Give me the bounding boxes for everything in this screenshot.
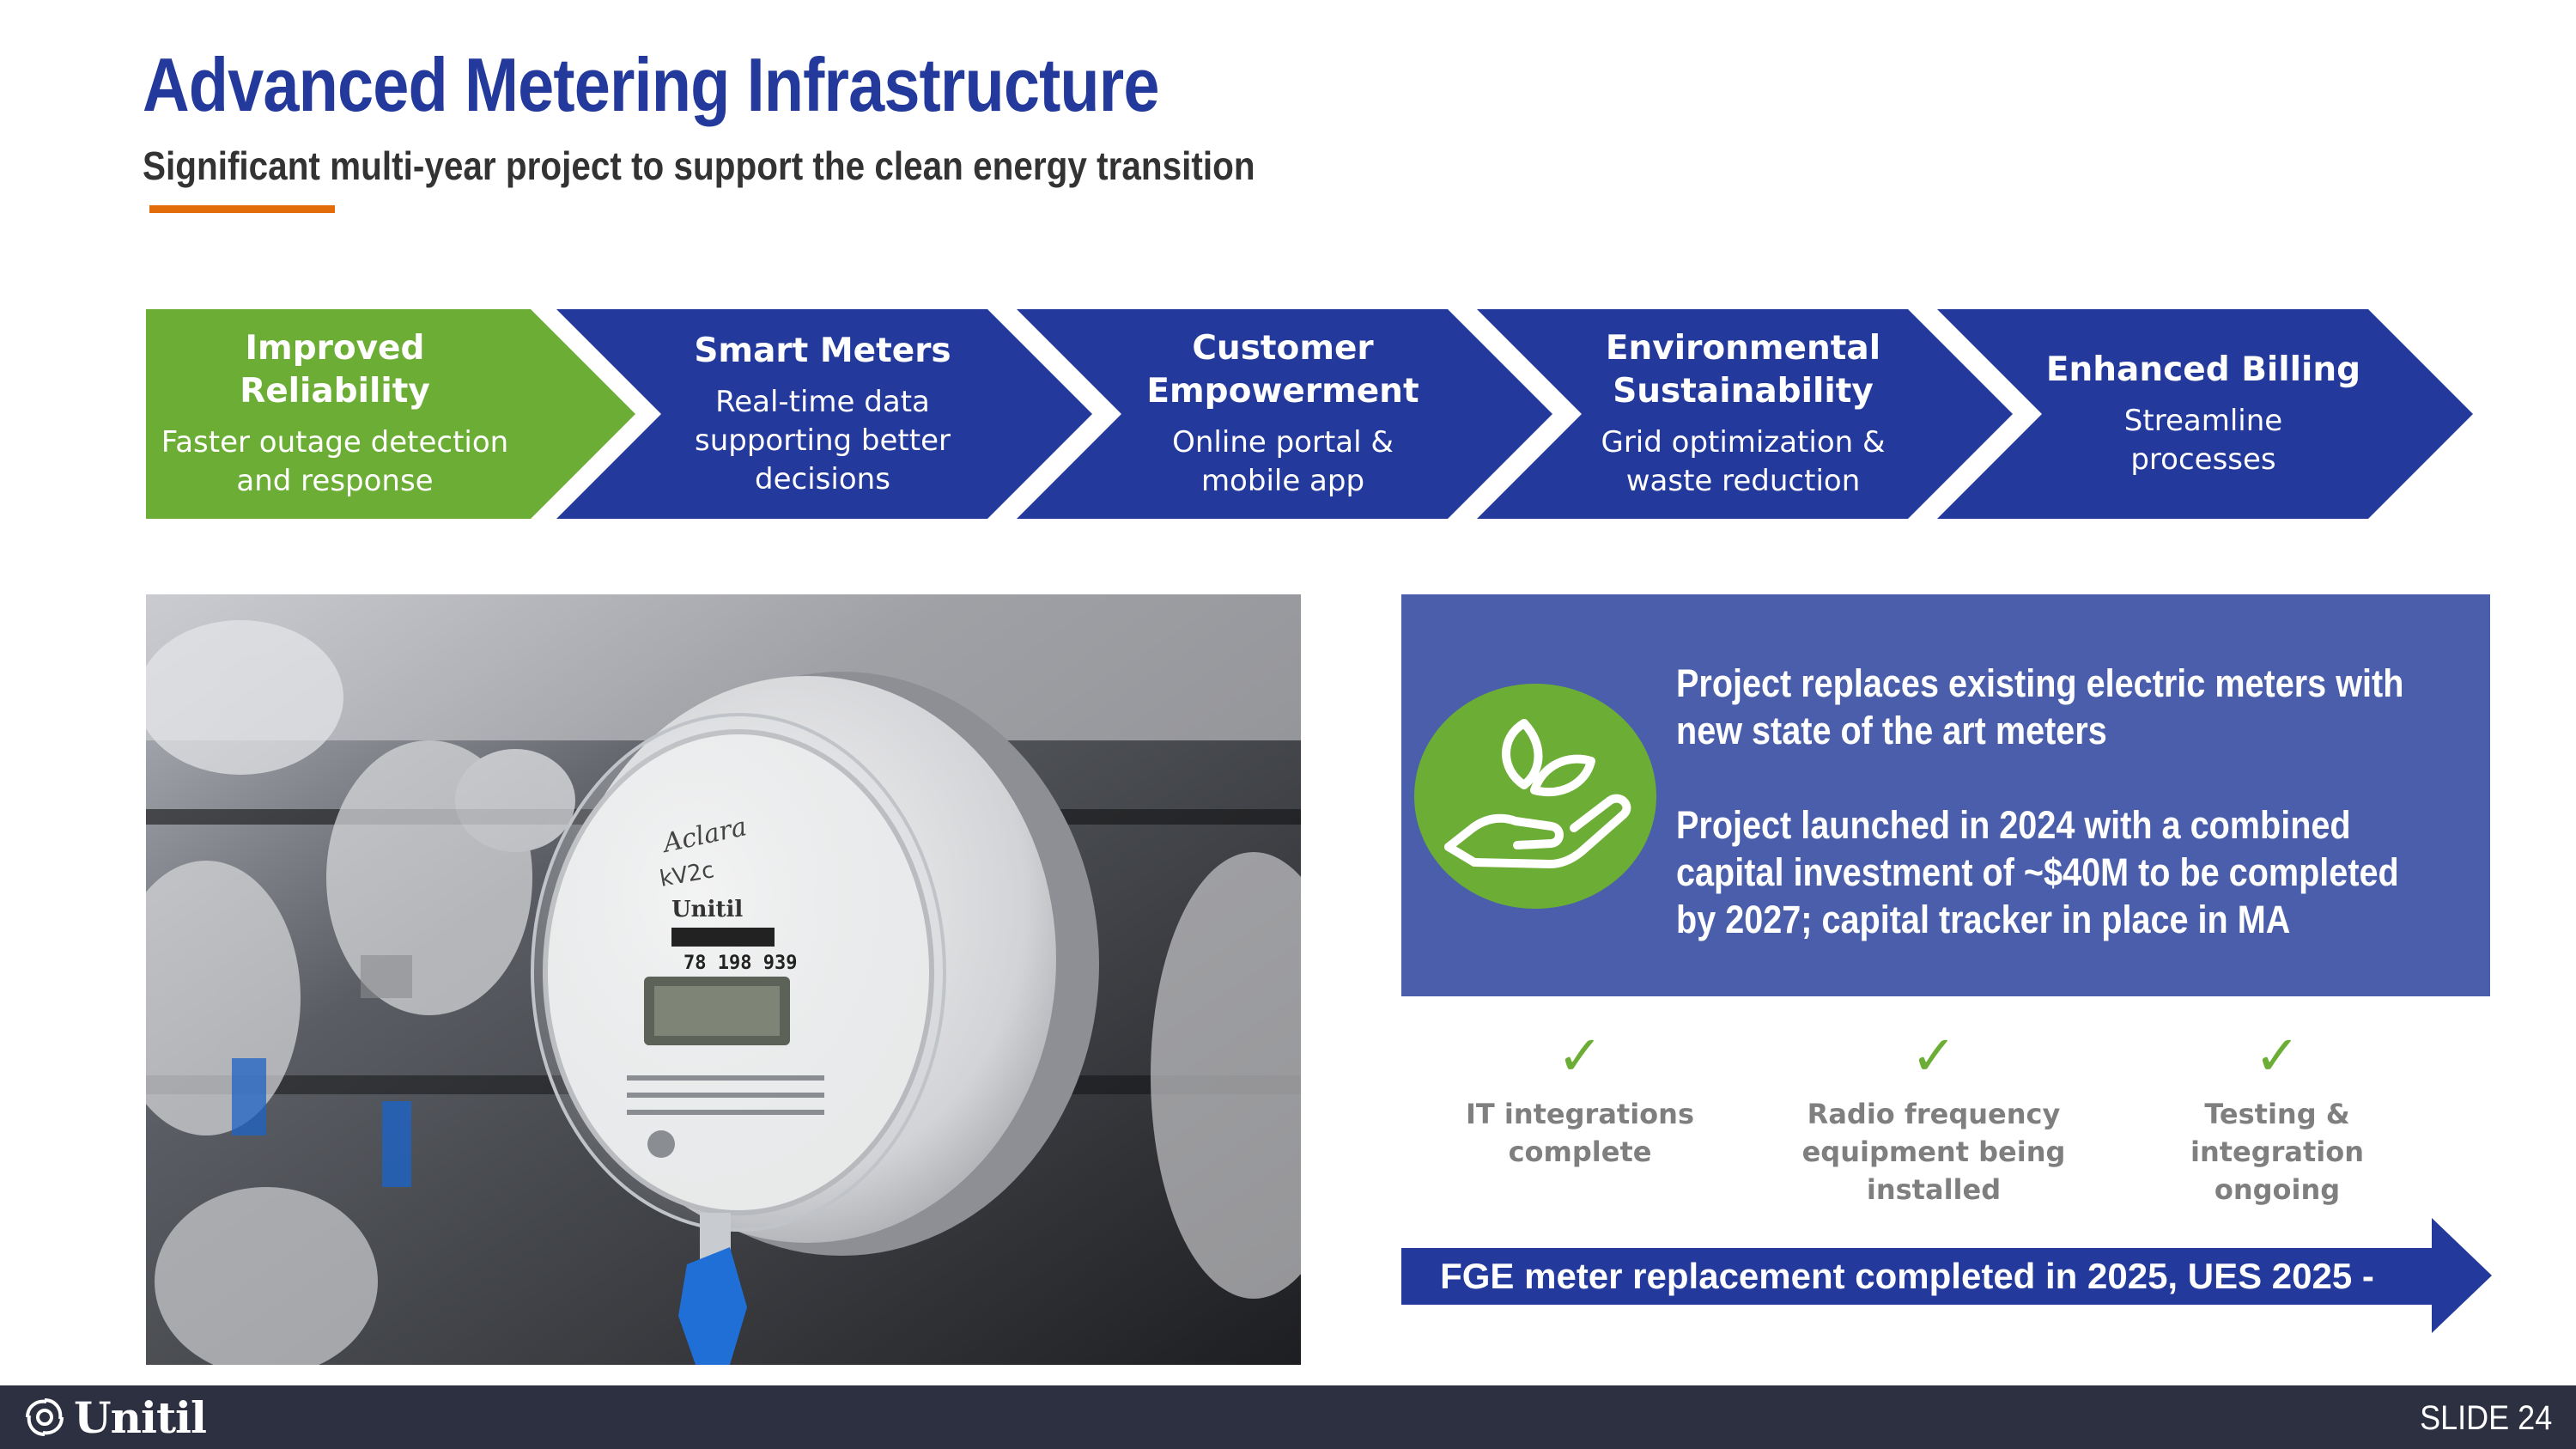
benefits-process-row: Improved Reliability Faster outage detec… [0,0,2576,533]
benefit-chevron-improved-reliability: Improved Reliability Faster outage detec… [146,309,635,519]
smart-meter-photo: Aclara kV2c Unitil 78 198 939 [146,594,1301,1365]
chevron-shape [556,309,1092,519]
chevron-shape [146,309,635,519]
footer-bar: Unitil SLIDE 24 [0,1385,2576,1449]
info-paragraph-investment: Project launched in 2024 with a combined… [1676,803,2399,941]
benefit-chevron-smart-meters: Smart Meters Real-time data supporting b… [556,309,1092,519]
status-label: Radio frequency equipment being installe… [1801,1098,2066,1206]
status-it-integrations: ✓ IT integrations complete [1434,1026,1726,1171]
benefit-title: Enhanced Billing [2045,350,2361,389]
page-title: Advanced Metering Infrastructure [143,42,1159,127]
unitil-swirl-icon [26,1398,64,1436]
benefit-desc: Online portal & mobile app [1172,425,1394,498]
benefit-chevron-enhanced-billing: Enhanced Billing Streamline processes [1937,309,2473,519]
benefit-chevron-customer-empowerment: Customer Empowerment Online portal & mob… [1017,309,1552,519]
benefit-title: Customer Empowerment [1146,329,1419,411]
slide-number: SLIDE 24 [2419,1399,2552,1437]
title-accent-line [149,205,335,213]
benefit-desc: Streamline processes [2123,404,2283,477]
status-label: Testing & integration ongoing [2190,1098,2365,1206]
checkmark-icon: ✓ [1557,1025,1603,1088]
meter-logo-label: Unitil [671,897,743,922]
benefit-title: Environmental Sustainability [1605,329,1881,411]
info-paragraph-meters: Project replaces existing electric meter… [1676,661,2404,752]
benefit-title: Smart Meters [694,331,951,370]
timeline-arrow: FGE meter replacement completed in 2025,… [1401,1218,2492,1353]
benefit-desc: Faster outage detection and response [161,425,509,498]
chevron-shape [1937,309,2473,519]
logo-text: Unitil [74,1391,207,1443]
status-testing-integration: ✓ Testing & integration ongoing [2131,1026,2423,1209]
timeline-text: FGE meter replacement completed in 2025,… [1440,1256,2374,1353]
arrow-shape [1401,1218,2492,1333]
smart-meter-illustration: Aclara kV2c Unitil 78 198 939 [146,594,1301,1365]
status-radio-frequency: ✓ Radio frequency equipment being instal… [1788,1026,2080,1209]
meter-number-label: 78 198 939 [683,953,797,974]
checkmark-icon: ✓ [2254,1025,2300,1088]
page-subtitle: Significant multi-year project to suppor… [143,143,1255,188]
icon-circle [1414,684,1656,909]
project-info-text: Project replaces existing electric meter… [1676,660,2432,943]
hand-holding-leaf-icon [1444,719,1631,868]
checkmark-icon: ✓ [1911,1025,1957,1088]
benefit-title: Improved Reliability [240,329,430,411]
chevron-shape [1477,309,2013,519]
project-info-panel: Project replaces existing electric meter… [1401,594,2490,996]
benefit-chevron-environmental-sustainability: Environmental Sustainability Grid optimi… [1477,309,2013,519]
benefit-desc: Real-time data supporting better decisio… [695,384,951,496]
benefit-desc: Grid optimization & waste reduction [1601,425,1886,498]
chevron-shape [1017,309,1552,519]
status-label: IT integrations complete [1466,1098,1694,1168]
unitil-logo: Unitil [22,1391,207,1443]
